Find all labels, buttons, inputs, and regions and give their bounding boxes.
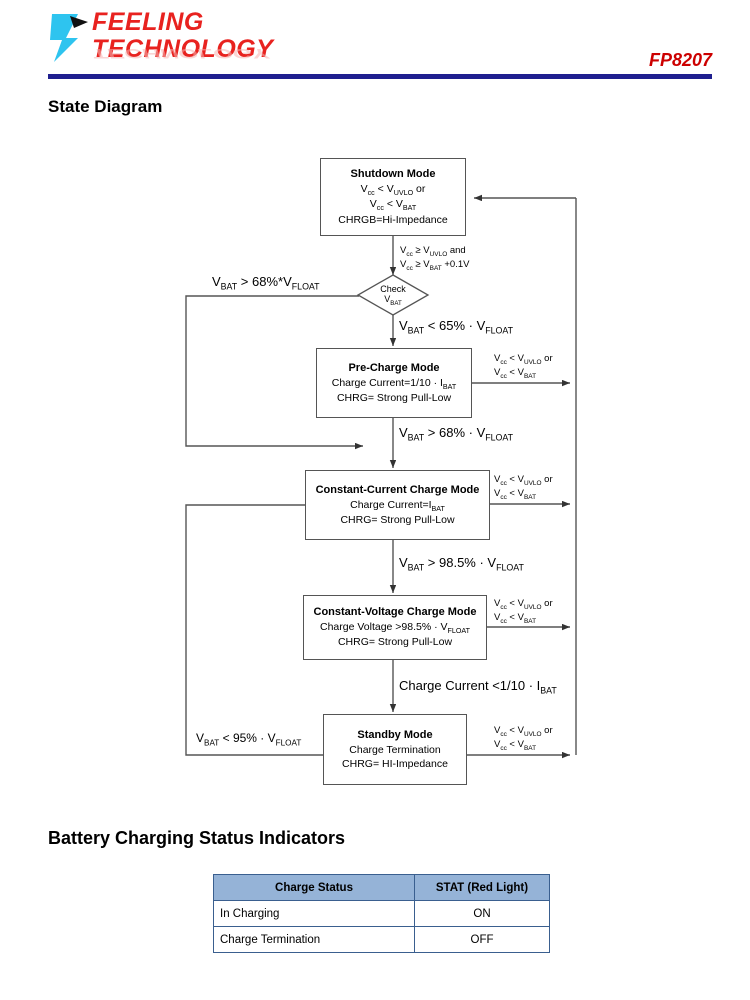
node-constant-voltage-charge-mode[interactable]: Constant-Voltage Charge Mode Charge Volt…	[303, 595, 487, 660]
company-logo: FEELING TECHNOLOGY TECHNOLOGY	[48, 10, 298, 72]
logo-reflection: TECHNOLOGY	[92, 45, 269, 62]
logo-line-1: FEELING	[92, 8, 204, 36]
node-line: CHRGB=Hi-Impedance	[338, 213, 448, 226]
cell-charge-status: Charge Termination	[213, 926, 415, 953]
table-header-row: Charge Status STAT (Red Light)	[213, 874, 550, 901]
node-line: CHRG= HI-Impedance	[342, 757, 448, 770]
node-shutdown-mode[interactable]: Shutdown Mode Vcc < VUVLO or Vcc < VBAT …	[320, 158, 466, 236]
edge-label-standby-fault: Vcc < VUVLO or Vcc < VBAT	[494, 725, 553, 752]
column-header-stat: STAT (Red Light)	[414, 874, 550, 901]
node-line: Vcc < VUVLO or	[360, 183, 426, 198]
node-pre-charge-mode[interactable]: Pre-Charge Mode Charge Current=1/10 · IB…	[316, 348, 472, 418]
cell-stat: ON	[414, 900, 550, 927]
node-title: Standby Mode	[357, 729, 433, 742]
state-diagram: Shutdown Mode Vcc < VUVLO or Vcc < VBAT …	[0, 140, 750, 810]
edge-label-precharge-to-constant-current: VBAT > 68% · VFLOAT	[399, 425, 514, 443]
cell-charge-status: In Charging	[213, 900, 415, 927]
logo-line-2: TECHNOLOGY	[92, 35, 274, 63]
node-constant-current-charge-mode[interactable]: Constant-Current Charge Mode Charge Curr…	[305, 470, 490, 540]
node-title: Pre-Charge Mode	[348, 361, 440, 374]
decision-check-vbat[interactable]: Check VBAT	[358, 284, 428, 307]
edge-label-check-to-precharge: VBAT < 65% · VFLOAT	[399, 318, 514, 336]
table-row: Charge Termination OFF	[213, 926, 550, 953]
node-title: Constant-Voltage Charge Mode	[313, 606, 477, 619]
edge-label-cv-fault: Vcc < VUVLO or Vcc < VBAT	[494, 598, 553, 625]
edge-label-check-to-constant-current: VBAT > 68%*VFLOAT	[212, 274, 320, 292]
node-line: CHRG= Strong Pull-Low	[337, 636, 453, 649]
edge-label-cv-to-standby: Charge Current <1/10 · IBAT	[399, 678, 557, 696]
table-heading: Battery Charging Status Indicators	[48, 828, 346, 848]
node-line: Charge Current=IBAT	[350, 498, 445, 513]
node-line: Charge Voltage >98.5% · VFLOAT	[320, 621, 470, 636]
cyan-arrow-logo-icon	[50, 14, 88, 62]
node-line: Vcc < VBAT	[369, 198, 417, 213]
edge-label-precharge-fault: Vcc < VUVLO or Vcc < VBAT	[494, 353, 553, 380]
edge-label-standby-to-cc: VBAT < 95% · VFLOAT	[196, 731, 302, 748]
part-number-label: FP8207	[648, 50, 712, 70]
edge-label-cc-to-cv: VBAT > 98.5% · VFLOAT	[399, 555, 524, 573]
header-divider	[48, 74, 712, 79]
state-diagram-heading: State Diagram	[48, 97, 163, 116]
logo-wordmark: FEELING TECHNOLOGY	[92, 10, 273, 62]
edge-label-shutdown-to-check: Vcc ≥ VUVLO and Vcc ≥ VBAT +0.1V	[400, 245, 470, 272]
edge-label-cc-fault: Vcc < VUVLO or Vcc < VBAT	[494, 474, 553, 501]
cell-stat: OFF	[414, 926, 550, 953]
node-title: Constant-Current Charge Mode	[315, 483, 480, 496]
node-line: Charge Current=1/10 · IBAT	[331, 376, 457, 391]
node-line: CHRG= Strong Pull-Low	[340, 513, 455, 526]
node-title: Shutdown Mode	[350, 168, 436, 181]
node-standby-mode[interactable]: Standby Mode Charge Termination CHRG= HI…	[323, 714, 467, 785]
decision-subtitle: VBAT	[384, 294, 402, 308]
page-header: FEELING TECHNOLOGY TECHNOLOGY FP8207	[0, 0, 750, 86]
node-line: CHRG= Strong Pull-Low	[336, 391, 452, 404]
table-row: In Charging ON	[213, 900, 550, 927]
decision-title: Check	[380, 284, 406, 294]
battery-charging-status-table: Charge Status STAT (Red Light) In Chargi…	[213, 874, 550, 953]
diagram-connectors	[185, 194, 577, 759]
column-header-charge-status: Charge Status	[213, 874, 415, 901]
node-line: Charge Termination	[349, 744, 441, 757]
